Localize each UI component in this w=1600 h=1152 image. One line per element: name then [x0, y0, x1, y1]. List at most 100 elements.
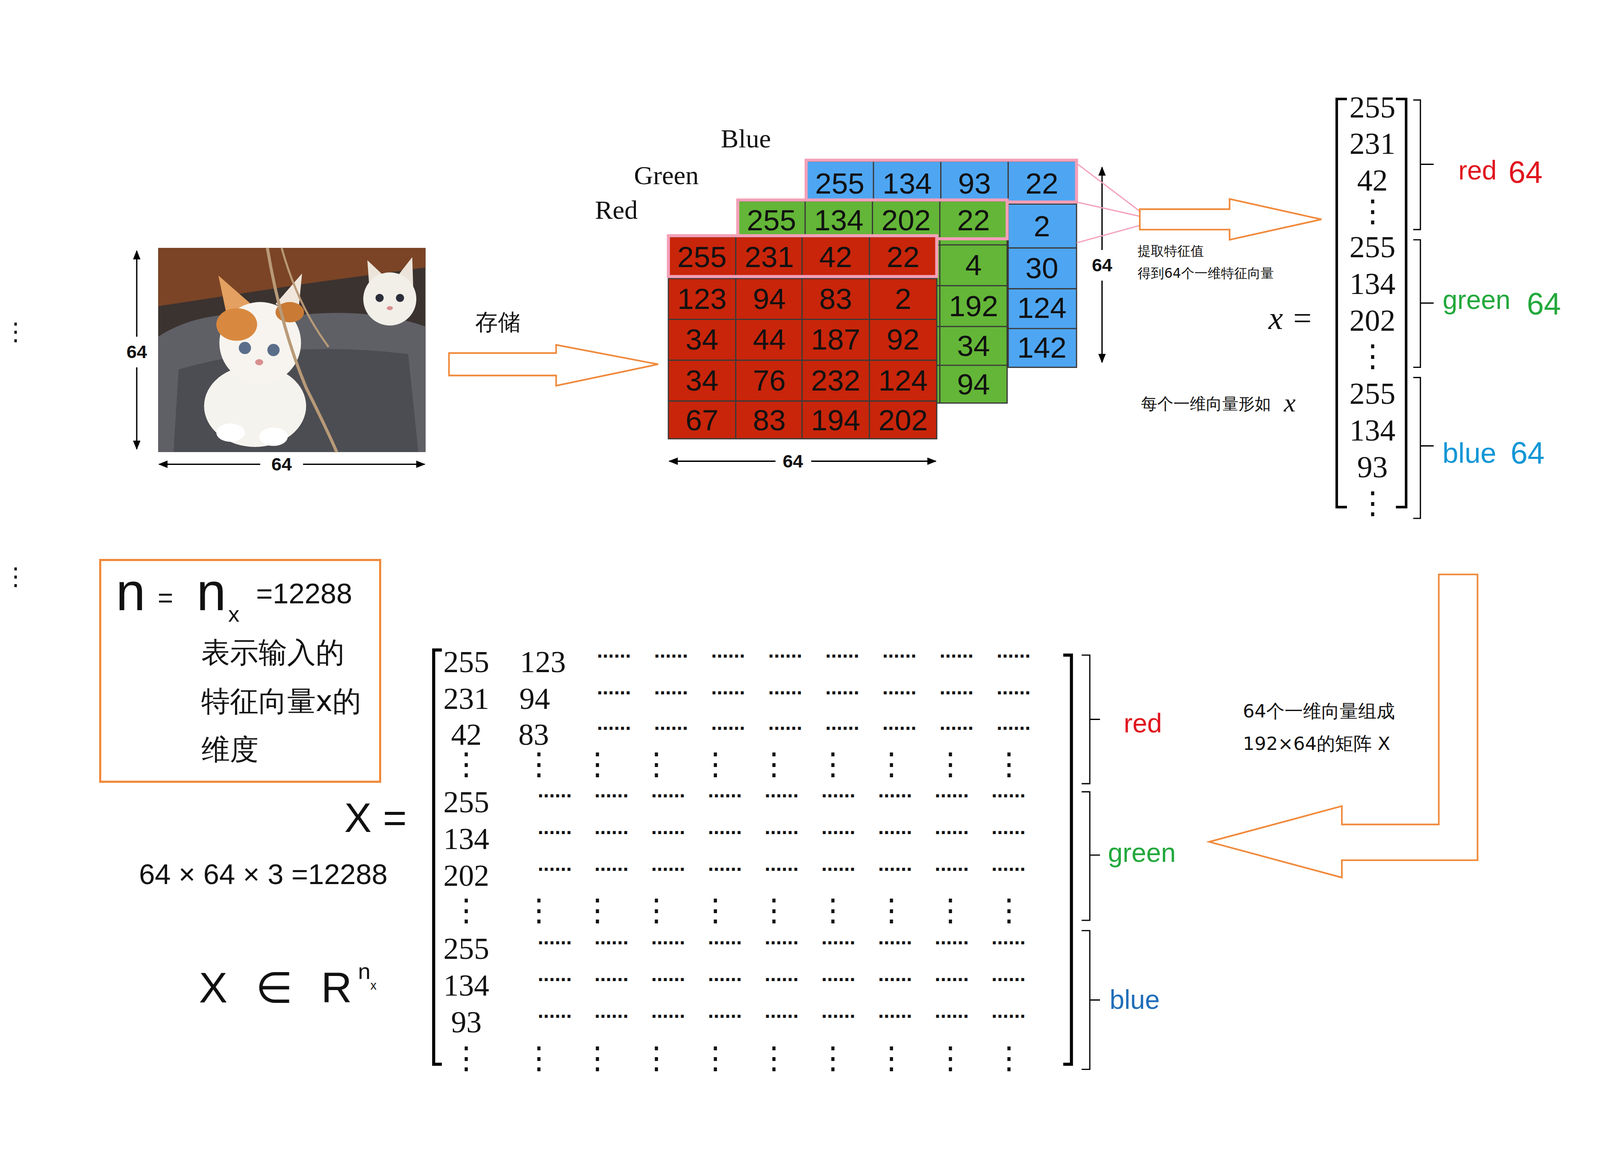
- grid-cell-value: 123: [677, 282, 727, 317]
- grid-cell-value: 22: [1025, 166, 1059, 201]
- channel-count: 64: [1526, 286, 1562, 322]
- grid-cell-value: 255: [814, 166, 865, 201]
- matrix-entry: 94: [519, 681, 550, 717]
- dimension-line: [158, 463, 260, 465]
- math-symbol: x =: [1268, 299, 1314, 338]
- channel-label: blue: [1109, 984, 1160, 1015]
- dot-leader: ...... ...... ...... ...... ...... .....…: [597, 639, 1031, 663]
- note-text: 192×64的矩阵 X: [1242, 733, 1391, 755]
- compose-arrow: [1208, 574, 1478, 878]
- matrix-entry: 255: [443, 784, 489, 820]
- formula-text: =12288: [255, 577, 353, 611]
- vector-entry: 93: [1357, 449, 1389, 485]
- group-brace: [1081, 655, 1100, 784]
- matrix-entry: 134: [443, 967, 489, 1003]
- dimension-label: 64: [782, 450, 803, 472]
- grid-cell-value: 67: [685, 403, 719, 438]
- channel-label: green: [1442, 284, 1511, 315]
- grid-cell-value: 4: [965, 248, 983, 283]
- dimension-line: [1101, 167, 1103, 250]
- grid-cell-value: 134: [814, 203, 864, 238]
- grid-cell-value: 202: [881, 203, 932, 238]
- grid-cell-value: 93: [958, 166, 992, 201]
- dimension-line: [1101, 280, 1103, 363]
- subscript: x: [370, 978, 377, 993]
- grid-cell-value: 83: [819, 282, 853, 317]
- superscript: n: [358, 958, 371, 985]
- row-highlight: [805, 160, 1077, 203]
- leader-line: [1076, 225, 1140, 244]
- grid-fill: [668, 236, 937, 439]
- arrow-label: 存储: [475, 309, 521, 336]
- dot-leader: ...... ...... ...... ...... ...... .....…: [597, 676, 1031, 700]
- grid-cell-value: 194: [811, 403, 861, 438]
- matrix-entry: 42: [450, 717, 482, 753]
- math-symbol: =: [157, 582, 174, 614]
- grid-cell-value: 34: [956, 329, 990, 364]
- group-brace: [1413, 100, 1434, 230]
- extract-arrow: [1139, 199, 1322, 241]
- vertical-ellipsis-row: ⋮ ⋮ ⋮ ⋮ ⋮ ⋮ ⋮ ⋮ ⋮: [523, 746, 1025, 782]
- grid-cell-value: 192: [948, 289, 999, 324]
- group-brace: [1413, 239, 1434, 368]
- matrix-entry: 83: [518, 717, 550, 753]
- dimension-label: 64: [126, 341, 148, 363]
- grid-cell-value: 94: [752, 282, 786, 317]
- grid-cell-value: 22: [886, 240, 920, 275]
- grid-cell-value: 2: [894, 282, 912, 317]
- grid-lines: [668, 236, 937, 439]
- grid-cell-value: 42: [819, 240, 853, 275]
- group-brace: [1413, 377, 1434, 519]
- leader-line: [1076, 202, 1140, 217]
- grid-cell-value: 2: [1033, 209, 1051, 244]
- matrix-entry: 123: [520, 644, 566, 680]
- vector-entry: 231: [1349, 126, 1396, 162]
- dot-leader: ...... ...... ...... ...... ...... .....…: [537, 962, 1026, 987]
- kitten-eye: [375, 294, 384, 303]
- grid-cell-value: 76: [752, 363, 786, 398]
- dimension-label: 64: [271, 453, 292, 475]
- channel-label: blue: [1442, 436, 1497, 470]
- channel-label: red: [1458, 155, 1498, 186]
- dimension-lines: [136, 167, 1103, 465]
- brackets: [433, 99, 1434, 1070]
- subscript: x: [228, 601, 240, 627]
- red-grid: [668, 235, 937, 439]
- kitten-eye: [395, 294, 404, 303]
- channel-name: Red: [594, 194, 638, 226]
- grid-cell-value: 30: [1025, 251, 1059, 286]
- channel-label: red: [1123, 708, 1162, 739]
- grid-cell-value: 94: [956, 367, 990, 402]
- grid-cell-value: 124: [1017, 291, 1067, 326]
- hollow-arrows: [449, 199, 1478, 878]
- grid-cell-value: 232: [811, 363, 861, 398]
- row-highlight: [737, 200, 1007, 239]
- vector-entry: 255: [1349, 229, 1396, 265]
- channel-name: Blue: [720, 123, 771, 154]
- vector-entry: ⋮: [1357, 338, 1389, 374]
- dot-leader: ...... ...... ...... ...... ...... .....…: [597, 711, 1031, 736]
- dot-leader: ...... ...... ...... ...... ...... .....…: [537, 815, 1026, 840]
- channel-label: green: [1108, 837, 1177, 868]
- matrix-bracket: [433, 650, 442, 1065]
- kitten-paw: [216, 423, 245, 442]
- matrix-entry: ⋮: [450, 746, 482, 782]
- vector-entry: 134: [1349, 412, 1396, 448]
- grid-cell-value: 124: [878, 363, 928, 398]
- kitten-eye: [238, 341, 252, 355]
- vector-entry: 255: [1349, 89, 1396, 125]
- matrix-entry: 255: [443, 644, 489, 680]
- grid-cell-value: 92: [886, 322, 920, 357]
- matrix-entry: ⋮: [450, 892, 482, 928]
- grid-cell-value: 187: [811, 322, 861, 357]
- photo-rope: [267, 247, 337, 453]
- matrix-entry: 134: [443, 821, 489, 857]
- vector-entry: 134: [1349, 266, 1396, 302]
- dimension-line: [302, 463, 425, 465]
- matrix-entry: 255: [443, 931, 489, 967]
- grid-cell-value: 142: [1017, 330, 1067, 365]
- matrix-bracket: [1063, 655, 1072, 1065]
- dimension-line: [135, 250, 138, 337]
- math-symbol: n: [196, 561, 227, 623]
